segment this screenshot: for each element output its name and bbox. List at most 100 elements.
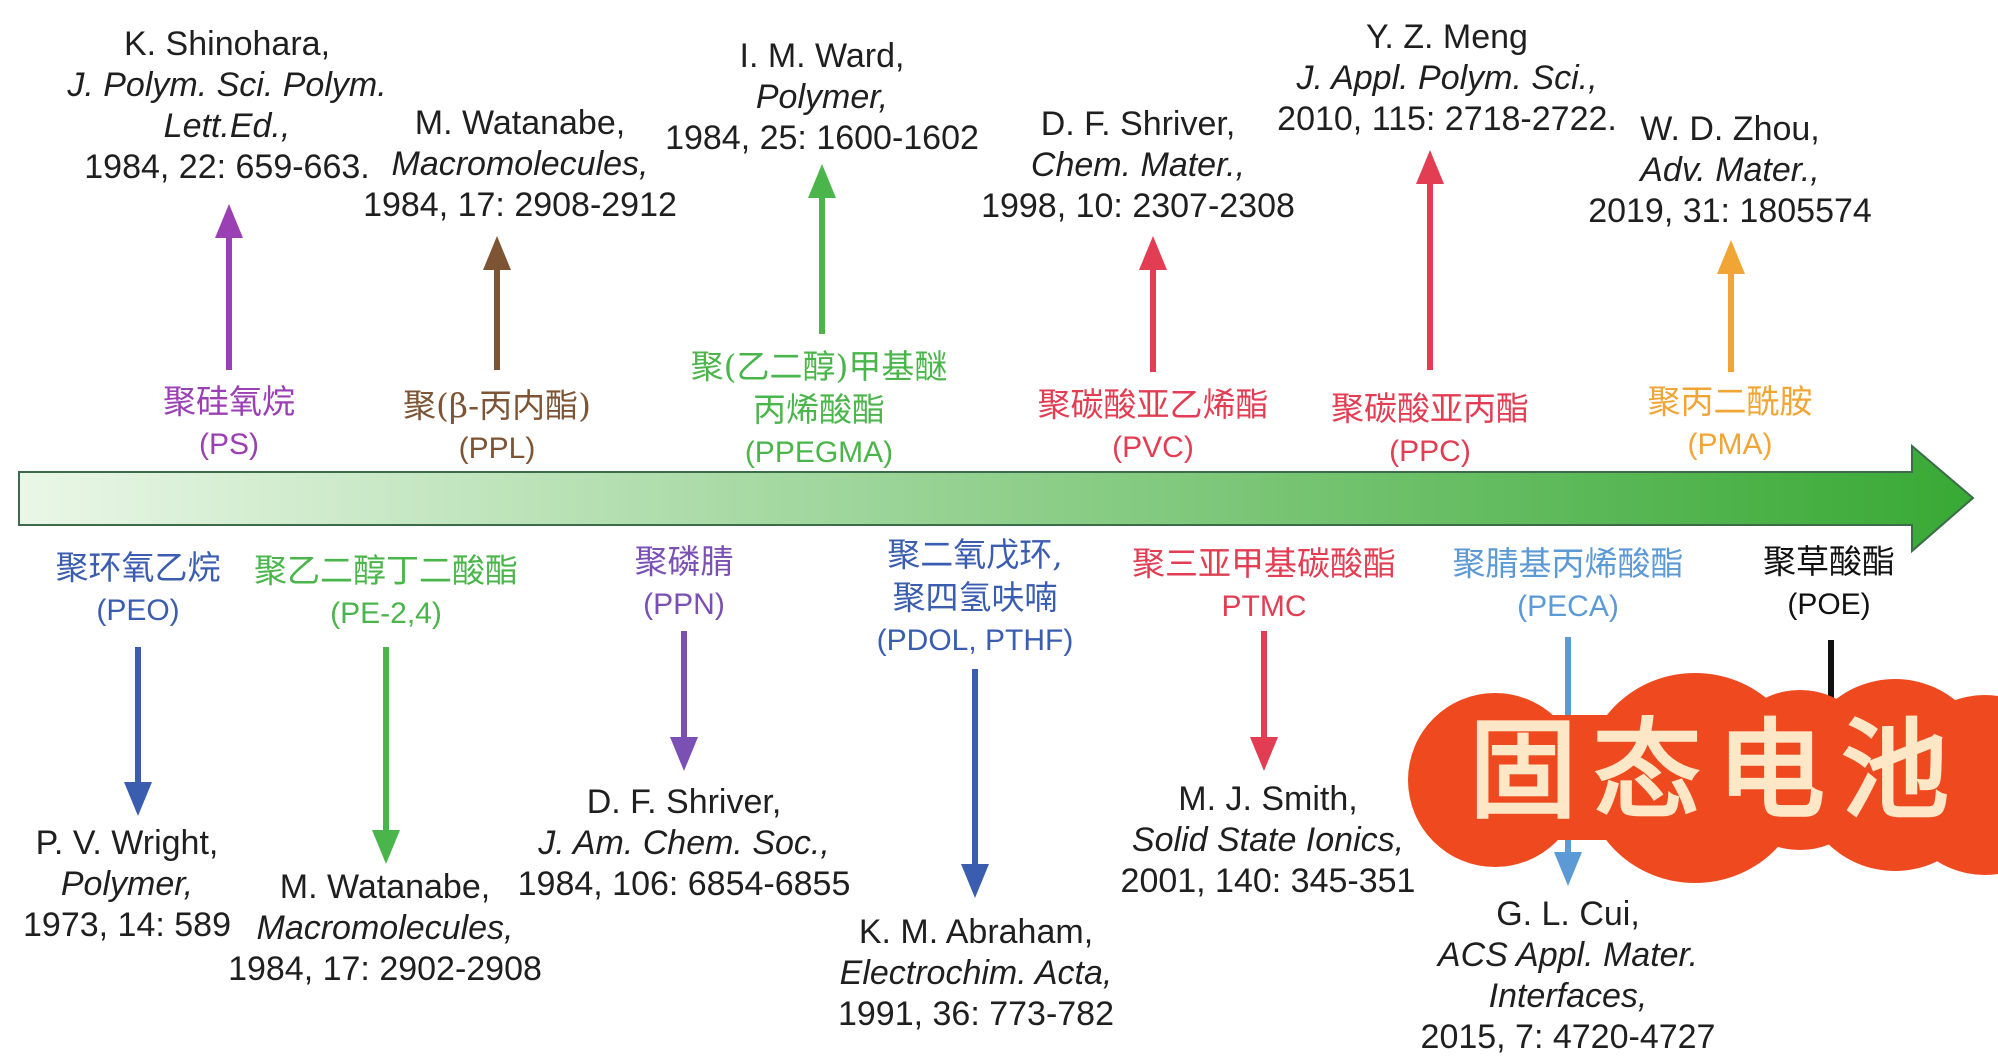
label-pma: 聚丙二酰胺 (PMA) xyxy=(1648,380,1813,466)
citation-peca: G. L. Cui, ACS Appl. Mater. Interfaces, … xyxy=(1421,894,1716,1058)
citation-pvc: D. F. Shriver, Chem. Mater., 1998, 10: 2… xyxy=(981,104,1295,227)
polymer-abbr: (PPL) xyxy=(458,432,536,465)
citation-volume-pages: 1984, 25: 1600-1602 xyxy=(665,119,979,157)
citation-journal: Electrochim. Acta, xyxy=(839,954,1113,992)
arrow-up-pvc xyxy=(1139,236,1167,372)
citation-volume-pages: 1984, 17: 2908-2912 xyxy=(363,186,677,224)
citation-author: D. F. Shriver, xyxy=(1040,105,1236,143)
arrow-up-ppc xyxy=(1416,150,1444,370)
citation-volume-pages: 2010, 115: 2718-2722. xyxy=(1277,100,1617,138)
polymer-abbr: PTMC xyxy=(1221,590,1307,623)
polymer-abbr: (PPN) xyxy=(643,588,725,621)
citation-journal: Adv. Mater., xyxy=(1640,151,1820,189)
arrow-up-pma xyxy=(1717,240,1745,372)
citation-journal: Polymer, xyxy=(60,865,194,903)
citation-pdol-pthf: K. M. Abraham, Electrochim. Acta, 1991, … xyxy=(838,912,1114,1035)
label-ppc: 聚碳酸亚丙酯 (PPC) xyxy=(1331,387,1529,473)
polymer-abbr: (PEO) xyxy=(96,594,180,627)
polymer-abbr: (PDOL, PTHF) xyxy=(876,624,1074,657)
citation-author: M. Watanabe, xyxy=(279,868,491,906)
citation-author: M. Watanabe, xyxy=(414,104,626,142)
citation-journal: Interfaces, xyxy=(1488,977,1648,1015)
citation-author: D. F. Shriver, xyxy=(586,783,782,821)
citation-pe24: M. Watanabe, Macromolecules, 1984, 17: 2… xyxy=(228,867,542,990)
label-pe24: 聚乙二醇丁二酸酯 (PE-2,4) xyxy=(254,549,518,635)
polymer-name: 丙烯酸酯 xyxy=(753,390,885,429)
citation-author: G. L. Cui, xyxy=(1496,895,1640,933)
citation-author: W. D. Zhou, xyxy=(1640,110,1820,148)
citation-journal: Lett.Ed., xyxy=(163,107,291,145)
polymer-name: 聚乙二醇丁二酸酯 xyxy=(254,551,518,590)
citation-author: I. M. Ward, xyxy=(739,37,905,75)
polymer-name: 聚三亚甲基碳酸酯 xyxy=(1132,544,1396,583)
citation-volume-pages: 1973, 14: 589 xyxy=(23,906,231,944)
arrow-down-pe24 xyxy=(372,647,400,864)
label-ppegma: 聚(乙二醇)甲基醚 丙烯酸酯 (PPEGMA) xyxy=(691,345,948,474)
watermark-badge xyxy=(1408,673,1998,883)
polymer-name: 聚碳酸亚丙酯 xyxy=(1331,389,1529,428)
arrow-down-ptmc xyxy=(1250,631,1278,771)
polymer-name: 聚丙二酰胺 xyxy=(1647,382,1813,421)
polymer-name: 聚腈基丙烯酸酯 xyxy=(1452,544,1684,583)
citation-peo: P. V. Wright, Polymer, 1973, 14: 589 xyxy=(23,823,231,946)
label-ps: 聚硅氧烷 (PS) xyxy=(163,380,295,466)
citation-volume-pages: 1998, 10: 2307-2308 xyxy=(981,187,1295,225)
polymer-abbr: (PMA) xyxy=(1687,428,1773,461)
citation-journal: J. Polym. Sci. Polym. xyxy=(67,66,387,104)
arrow-up-ps xyxy=(215,204,243,370)
citation-author: M. J. Smith, xyxy=(1178,780,1358,818)
citation-volume-pages: 1991, 36: 773-782 xyxy=(837,995,1115,1033)
citation-pma: W. D. Zhou, Adv. Mater., 2019, 31: 18055… xyxy=(1588,109,1872,232)
polymer-abbr: (PPC) xyxy=(1389,435,1471,468)
label-ppl: 聚(β-丙内酯) (PPL) xyxy=(403,384,591,470)
citation-journal: Chem. Mater., xyxy=(1030,146,1246,184)
citation-author: K. M. Abraham, xyxy=(858,913,1094,951)
citation-volume-pages: 2019, 31: 1805574 xyxy=(1588,192,1872,230)
citation-volume-pages: 2015, 7: 4720-4727 xyxy=(1420,1018,1716,1056)
polymer-name: 聚(β-丙内酯) xyxy=(403,386,591,425)
polymer-abbr: (POE) xyxy=(1787,588,1871,621)
polymer-abbr: (PE-2,4) xyxy=(330,597,442,630)
polymer-name: 聚硅氧烷 xyxy=(163,382,295,421)
polymer-name: 聚四氢呋喃 xyxy=(892,578,1058,617)
arrow-down-pdol-pthf xyxy=(961,669,989,898)
citation-journal: Solid State Ionics, xyxy=(1131,821,1405,859)
label-peo: 聚环氧乙烷 (PEO) xyxy=(56,546,221,632)
polymer-abbr: (PECA) xyxy=(1517,590,1619,623)
citation-ppegma: I. M. Ward, Polymer, 1984, 25: 1600-1602 xyxy=(665,36,979,159)
polymer-abbr: (PVC) xyxy=(1112,431,1194,464)
arrow-down-ppn xyxy=(670,631,698,771)
polymer-name: 聚(乙二醇)甲基醚 xyxy=(690,347,948,386)
citation-journal: J. Appl. Polym. Sci., xyxy=(1296,59,1598,97)
citation-journal: Macromolecules, xyxy=(256,909,514,947)
label-poe: 聚草酸酯 (POE) xyxy=(1763,540,1895,626)
citation-ppc: Y. Z. Meng J. Appl. Polym. Sci., 2010, 1… xyxy=(1277,17,1617,140)
citation-ptmc: M. J. Smith, Solid State Ionics, 2001, 1… xyxy=(1121,779,1416,902)
citation-author: K. Shinohara, xyxy=(123,25,331,63)
citation-author: Y. Z. Meng xyxy=(1366,18,1528,56)
citation-journal: Macromolecules, xyxy=(391,145,649,183)
label-ptmc: 聚三亚甲基碳酸酯 PTMC xyxy=(1132,542,1396,628)
label-pvc: 聚碳酸亚乙烯酯 (PVC) xyxy=(1038,383,1269,469)
polymer-name: 聚碳酸亚乙烯酯 xyxy=(1037,385,1269,424)
citation-volume-pages: 1984, 22: 659-663. xyxy=(84,148,370,186)
citation-volume-pages: 2001, 140: 345-351 xyxy=(1120,862,1416,900)
citation-volume-pages: 1984, 106: 6854-6855 xyxy=(517,865,851,903)
arrow-up-ppl xyxy=(483,236,511,370)
citation-ppn: D. F. Shriver, J. Am. Chem. Soc., 1984, … xyxy=(518,782,851,905)
polymer-name: 聚磷腈 xyxy=(634,542,734,581)
citation-journal: J. Am. Chem. Soc., xyxy=(538,824,830,862)
polymer-name: 聚环氧乙烷 xyxy=(55,548,221,587)
label-pdol-pthf: 聚二氧戊环, 聚四氢呋喃 (PDOL, PTHF) xyxy=(877,533,1074,662)
label-ppn: 聚磷腈 (PPN) xyxy=(635,540,734,626)
polymer-abbr: (PPEGMA) xyxy=(744,436,894,469)
polymer-name: 聚二氧戊环, xyxy=(887,535,1063,574)
citation-volume-pages: 1984, 17: 2902-2908 xyxy=(228,950,542,988)
citation-ppl: M. Watanabe, Macromolecules, 1984, 17: 2… xyxy=(363,103,677,226)
arrow-down-peo xyxy=(124,647,152,816)
arrow-up-ppegma xyxy=(808,164,836,334)
citation-journal: Polymer, xyxy=(755,78,889,116)
